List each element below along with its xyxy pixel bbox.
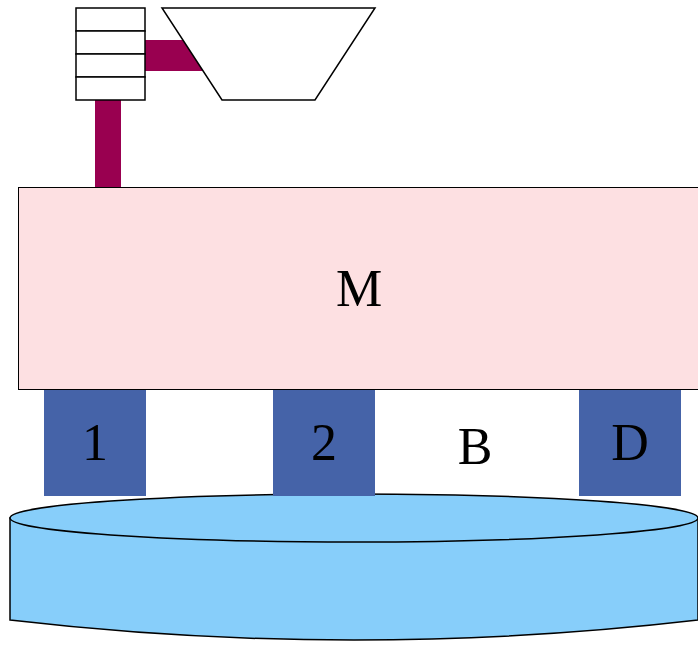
register-stack [76, 8, 145, 100]
node-label: 2 [311, 417, 337, 469]
disk-top [10, 494, 698, 542]
memory-box: M [18, 187, 698, 390]
node-label: M [336, 263, 382, 315]
unit-box: D [579, 390, 681, 496]
trapezoid-unit [162, 8, 375, 100]
node-label: D [611, 417, 649, 469]
part-label: B [458, 421, 493, 473]
unit-box: 1 [44, 390, 146, 496]
vertical-bar [95, 100, 121, 188]
node-label: 1 [82, 417, 108, 469]
unit-box: 2 [273, 390, 375, 496]
